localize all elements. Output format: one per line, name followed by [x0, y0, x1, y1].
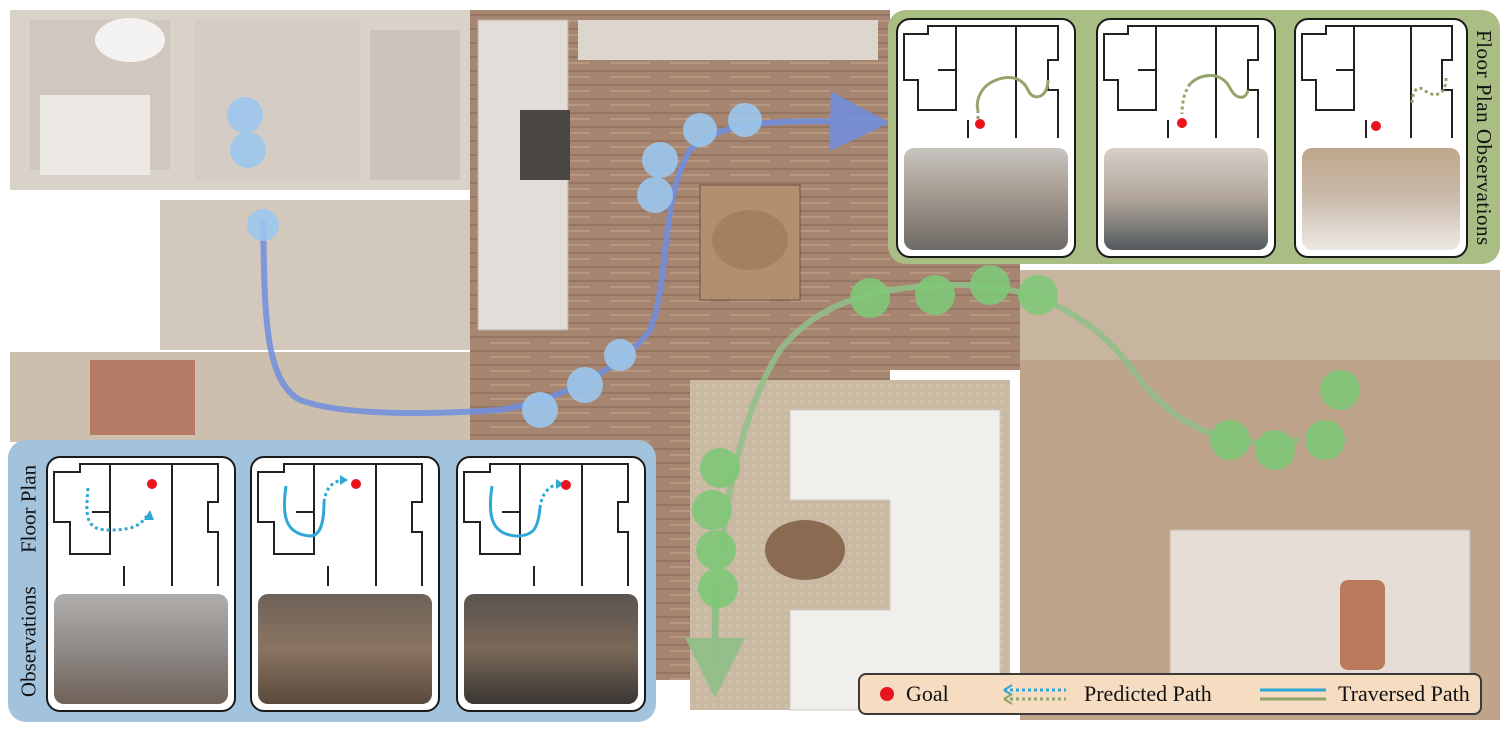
goal-marker [975, 119, 985, 129]
traversed-path-icon [1260, 688, 1326, 701]
observation-photo [904, 148, 1068, 250]
goal-marker [147, 479, 157, 489]
goal-marker [1371, 121, 1381, 131]
right-panel-label: Floor Plan Observations [1472, 30, 1496, 246]
floor-plan-map [1301, 25, 1453, 138]
goal-marker [351, 479, 361, 489]
legend: Goal Predicted Path Traversed Path [858, 673, 1482, 715]
green-card-3 [1294, 18, 1468, 258]
floor-plan-map [903, 25, 1059, 138]
legend-traversed-label: Traversed Path [1338, 681, 1470, 706]
legend-traversed: Traversed Path [1258, 681, 1470, 707]
blue-card-2 [250, 456, 440, 712]
observation-photo [464, 594, 638, 704]
legend-goal-label: Goal [906, 681, 949, 706]
left-label-observations: Observations [16, 586, 41, 698]
floor-plan-map [257, 463, 423, 586]
floor-plan-map [1103, 25, 1259, 138]
left-panel-label: Observations Floor Plan [14, 446, 44, 716]
floor-plan-map [463, 463, 629, 586]
legend-predicted: Predicted Path [1002, 681, 1212, 707]
observation-photo [54, 594, 228, 704]
left-label-floor-plan: Floor Plan [16, 464, 41, 554]
observation-photo [258, 594, 432, 704]
blue-card-1 [46, 456, 236, 712]
green-card-2 [1096, 18, 1276, 258]
blue-card-3 [456, 456, 646, 712]
observation-photo [1104, 148, 1268, 250]
legend-goal: Goal [876, 681, 949, 707]
goal-marker [1177, 118, 1187, 128]
floor-plan-map [53, 463, 219, 586]
observation-photo [1302, 148, 1460, 250]
green-card-1 [896, 18, 1076, 258]
predicted-path-icon [1003, 684, 1066, 705]
goal-marker [561, 480, 571, 490]
goal-dot-icon [880, 687, 894, 701]
legend-predicted-label: Predicted Path [1084, 681, 1212, 706]
